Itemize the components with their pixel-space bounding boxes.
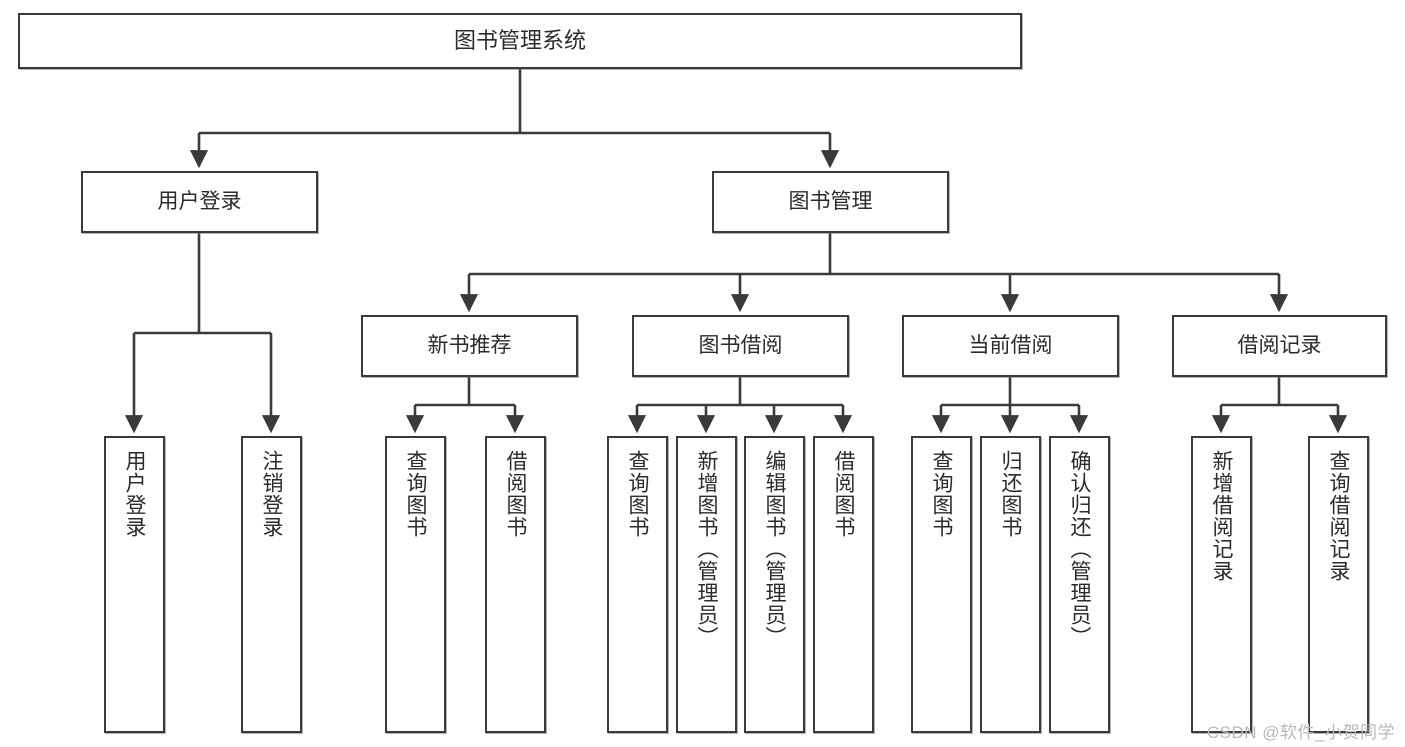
node-borrow-record-label: 借阅记录: [1237, 333, 1322, 357]
node-user-login-label: 用户登录: [157, 189, 242, 213]
node-book-borrow[interactable]: 图书借阅: [632, 315, 849, 377]
node-leaf-return-book-label: 归还图书: [999, 450, 1022, 538]
node-leaf-add-book-label: 新增图书（管理员）: [695, 450, 718, 648]
node-leaf-query-book-1[interactable]: 查询图书: [385, 436, 446, 733]
node-leaf-borrow-book-1-label: 借阅图书: [504, 450, 527, 538]
node-leaf-return-book[interactable]: 归还图书: [980, 436, 1041, 733]
node-leaf-borrow-book-2-label: 借阅图书: [832, 450, 855, 538]
node-book-manage-label: 图书管理: [788, 189, 873, 213]
node-book-borrow-label: 图书借阅: [698, 333, 783, 357]
node-leaf-query-book-2[interactable]: 查询图书: [607, 436, 668, 733]
node-leaf-query-book-1-label: 查询图书: [404, 450, 427, 538]
node-leaf-query-record-label: 查询借阅记录: [1327, 450, 1350, 582]
node-leaf-user-login[interactable]: 用户登录: [104, 436, 165, 733]
node-leaf-edit-book[interactable]: 编辑图书（管理员）: [744, 436, 805, 733]
node-leaf-add-book[interactable]: 新增图书（管理员）: [676, 436, 737, 733]
node-book-manage[interactable]: 图书管理: [712, 171, 949, 233]
node-leaf-borrow-book-2[interactable]: 借阅图书: [813, 436, 874, 733]
node-leaf-edit-book-label: 编辑图书（管理员）: [763, 450, 786, 648]
node-user-login[interactable]: 用户登录: [81, 171, 318, 233]
node-leaf-add-record[interactable]: 新增借阅记录: [1191, 436, 1252, 733]
node-leaf-query-book-2-label: 查询图书: [626, 450, 649, 538]
csdn-watermark: CSDN @软件_小贺同学: [1206, 723, 1395, 742]
node-leaf-confirm-return[interactable]: 确认归还（管理员）: [1049, 436, 1110, 733]
node-leaf-add-record-label: 新增借阅记录: [1210, 450, 1233, 582]
node-leaf-query-book-3[interactable]: 查询图书: [911, 436, 972, 733]
node-root-system[interactable]: 图书管理系统: [18, 13, 1022, 69]
node-leaf-logout-login[interactable]: 注销登录: [241, 436, 302, 733]
node-new-book-recommend[interactable]: 新书推荐: [361, 315, 578, 377]
node-leaf-user-login-label: 用户登录: [123, 450, 146, 538]
node-leaf-query-book-3-label: 查询图书: [930, 450, 953, 538]
node-new-book-recommend-label: 新书推荐: [427, 333, 512, 357]
node-leaf-logout-login-label: 注销登录: [260, 450, 283, 538]
node-current-borrow-label: 当前借阅: [968, 333, 1053, 357]
node-leaf-borrow-book-1[interactable]: 借阅图书: [485, 436, 546, 733]
node-current-borrow[interactable]: 当前借阅: [902, 315, 1119, 377]
node-borrow-record[interactable]: 借阅记录: [1172, 315, 1387, 377]
node-leaf-query-record[interactable]: 查询借阅记录: [1308, 436, 1369, 733]
node-leaf-confirm-return-label: 确认归还（管理员）: [1068, 450, 1091, 648]
node-root-system-label: 图书管理系统: [453, 28, 586, 54]
